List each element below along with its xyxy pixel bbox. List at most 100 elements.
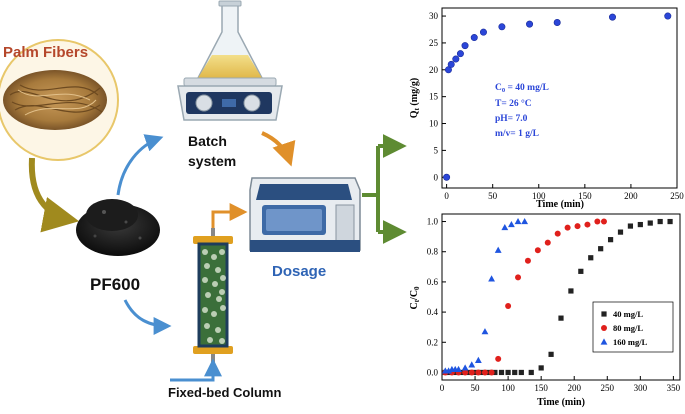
breakthrough-data-point <box>465 369 472 376</box>
legend-marker <box>600 338 608 345</box>
breakthrough-plot-frame <box>441 213 681 381</box>
breakthrough-data-point <box>459 369 465 376</box>
breakthrough-data-point <box>627 223 634 229</box>
breakthrough-x-tick-label: 150 <box>534 383 548 393</box>
breakthrough-data-point <box>588 255 594 261</box>
batch-label-line1: Batch <box>188 133 227 149</box>
breakthrough-data-point <box>488 275 495 282</box>
kinetics-x-tick-label: 150 <box>578 191 592 201</box>
breakthrough-x-tick-label: 200 <box>567 383 581 393</box>
breakthrough-data-point <box>534 247 541 254</box>
breakthrough-data-point <box>468 361 476 368</box>
breakthrough-data-point <box>508 220 515 228</box>
breakthrough-data-point <box>505 369 511 376</box>
batch-label-line2: system <box>188 153 236 169</box>
breakthrough-data-point <box>512 369 518 376</box>
kinetics-x-tick-label: 100 <box>532 191 546 201</box>
breakthrough-data-point <box>578 268 584 274</box>
breakthrough-x-tick-label: 50 <box>471 383 481 393</box>
palm-fibers-label: Palm Fibers <box>3 44 88 61</box>
legend-marker <box>601 325 607 331</box>
dosage-label: Dosage <box>272 263 326 280</box>
breakthrough-data-point <box>481 369 488 376</box>
breakthrough-data-point <box>495 355 502 362</box>
breakthrough-data-point <box>485 369 491 376</box>
breakthrough-data-point <box>574 223 581 230</box>
breakthrough-data-point <box>524 257 531 264</box>
condition-temperature: T= 26 °C <box>495 98 532 109</box>
breakthrough-y-tick-label: 0.0 <box>427 367 439 377</box>
kinetics-y-tick-label: 15 <box>429 92 439 102</box>
breakthrough-data-point <box>657 218 663 225</box>
breakthrough-data-point <box>515 274 522 281</box>
workflow-canvas: Palm Fibers PF600 Batch <box>0 0 407 400</box>
breakthrough-data-point <box>667 218 673 225</box>
kinetics-y-tick-label: 20 <box>429 65 439 75</box>
column-label: Fixed-bed Column <box>168 385 281 400</box>
pf600-label: PF600 <box>90 275 140 294</box>
kinetics-data-point <box>452 55 460 63</box>
kinetics-conditions: C0 = 40 mg/L T= 26 °C pH= 7.0 m/v= 1 g/L <box>495 83 549 139</box>
kinetics-data-point <box>553 19 561 27</box>
kinetics-data-point <box>479 28 487 36</box>
breakthrough-data-point <box>554 230 561 237</box>
breakthrough-data-point <box>498 369 505 376</box>
condition-dose: m/v= 1 g/L <box>495 129 539 139</box>
breakthrough-data-point <box>584 221 591 228</box>
kinetics-x-tick-label: 0 <box>444 191 449 201</box>
breakthrough-data-point <box>528 369 534 376</box>
column-inflow-line <box>170 358 222 382</box>
legend-entry: 40 mg/L <box>613 309 643 319</box>
breakthrough-data-point <box>600 218 607 225</box>
kinetics-data-point <box>461 42 469 50</box>
breakthrough-data-point <box>548 351 554 357</box>
kinetics-data-point <box>664 12 672 20</box>
breakthrough-data-point <box>637 221 643 228</box>
breakthrough-x-tick-label: 250 <box>601 383 615 393</box>
breakthrough-data-point <box>488 369 495 376</box>
kinetics-y-tick-label: 0 <box>434 172 439 182</box>
arrow-batch-to-dosage <box>261 131 296 167</box>
breakthrough-x-tick-label: 350 <box>667 383 681 393</box>
kinetics-x-tick-label: 200 <box>624 191 638 201</box>
breakthrough-data-point <box>481 328 489 335</box>
breakthrough-data-point <box>521 217 529 225</box>
palm-fibers-image <box>0 39 119 161</box>
kinetics-data-point <box>470 34 478 42</box>
breakthrough-data-point <box>538 365 544 371</box>
breakthrough-data-point <box>544 239 551 246</box>
breakthrough-x-tick-label: 300 <box>634 383 648 393</box>
breakthrough-data-point <box>479 369 485 376</box>
arrow-to-carbonization <box>28 157 80 233</box>
kinetics-data-point <box>456 50 464 58</box>
kinetics-data-point <box>526 20 534 28</box>
breakthrough-data-point <box>462 369 469 376</box>
legend-entry: 80 mg/L <box>613 323 643 333</box>
breakthrough-data-point <box>598 246 604 252</box>
breakthrough-legend: 40 mg/L 80 mg/L 160 mg/L <box>592 301 674 353</box>
breakthrough-y-tick-label: 0.6 <box>427 277 439 287</box>
kinetics-data-point <box>498 23 506 31</box>
breakthrough-data-point <box>492 369 498 376</box>
kinetics-y-tick-label: 5 <box>434 145 439 155</box>
arrow-to-batch <box>116 134 164 196</box>
breakthrough-data-point <box>455 365 462 373</box>
breakthrough-data-point <box>472 369 478 376</box>
breakthrough-data-point <box>452 369 458 376</box>
kinetics-data-point <box>447 60 455 68</box>
kinetics-data-point <box>444 66 452 74</box>
breakthrough-x-tick-label: 0 <box>440 383 445 393</box>
kinetics-plot-frame <box>441 7 678 189</box>
breakthrough-data-point <box>468 369 475 376</box>
legend-entry: 160 mg/L <box>613 337 648 347</box>
kinetics-y-tick-label: 25 <box>429 38 439 48</box>
arrow-to-column <box>123 299 172 335</box>
pf600-powder-image <box>76 199 160 256</box>
breakthrough-data-point <box>594 218 601 225</box>
kinetics-y-tick-label: 30 <box>429 11 439 21</box>
breakthrough-data-point <box>607 237 614 243</box>
kinetics-x-tick-label: 50 <box>488 191 498 201</box>
